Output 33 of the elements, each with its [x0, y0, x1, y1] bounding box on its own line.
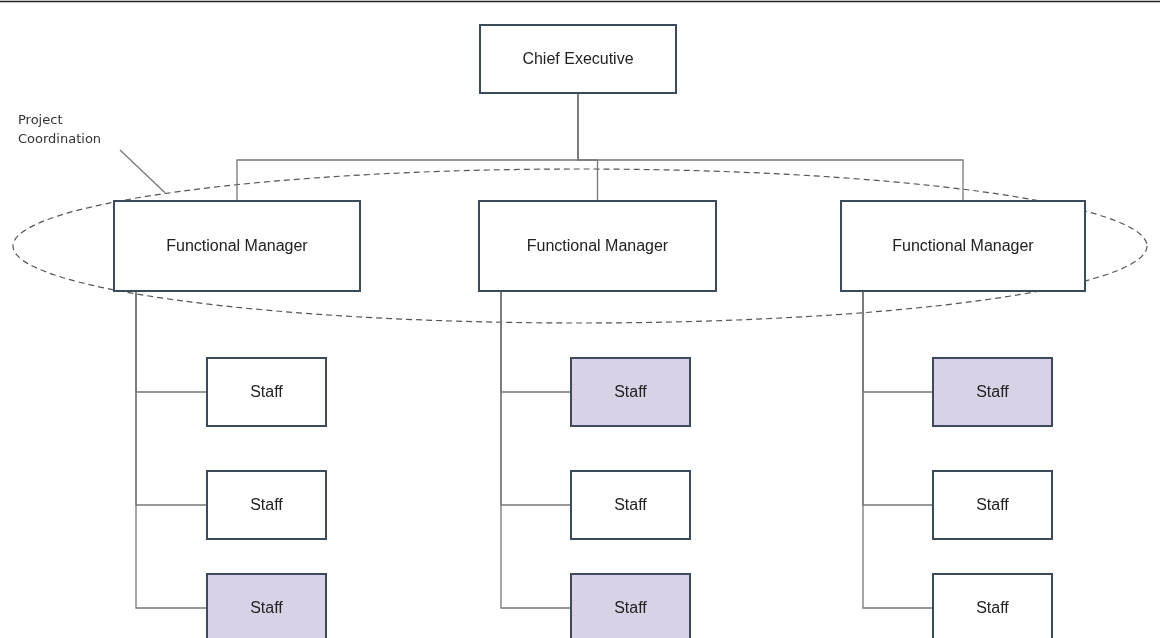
role-title: Staff	[976, 496, 1009, 514]
highlighted-role-box	[570, 573, 691, 638]
highlighted-role-box	[570, 357, 691, 427]
role-title: Staff	[614, 496, 647, 514]
role-box	[479, 24, 677, 94]
leader-line	[119, 149, 166, 194]
highlighted-role-box	[206, 573, 327, 638]
role-title: Staff	[614, 599, 647, 617]
connector-line	[135, 291, 207, 609]
role-box	[113, 200, 361, 292]
highlighted-role-box	[932, 357, 1053, 427]
role-box	[206, 357, 327, 427]
connector-line	[577, 93, 964, 201]
role-title: Staff	[250, 383, 283, 401]
role-title: Functional Manager	[892, 237, 1034, 255]
annotation-label: Project Coordination	[18, 110, 138, 148]
role-box	[932, 470, 1053, 540]
role-title: Functional Manager	[526, 237, 669, 255]
dashed-ellipse	[12, 168, 1148, 324]
role-title: Staff	[976, 383, 1009, 401]
role-title: Staff	[614, 383, 647, 401]
role-title: Chief Executive	[522, 50, 634, 68]
role-box	[840, 200, 1086, 292]
role-box	[932, 573, 1053, 638]
role-box	[478, 200, 717, 292]
role-box	[206, 470, 327, 540]
connector-line	[862, 291, 933, 609]
role-title: Staff	[976, 599, 1009, 617]
role-title: Functional Manager	[166, 237, 308, 255]
connector-line	[500, 291, 571, 609]
role-title: Staff	[250, 599, 283, 617]
role-box	[570, 470, 691, 540]
role-title: Staff	[250, 496, 283, 514]
